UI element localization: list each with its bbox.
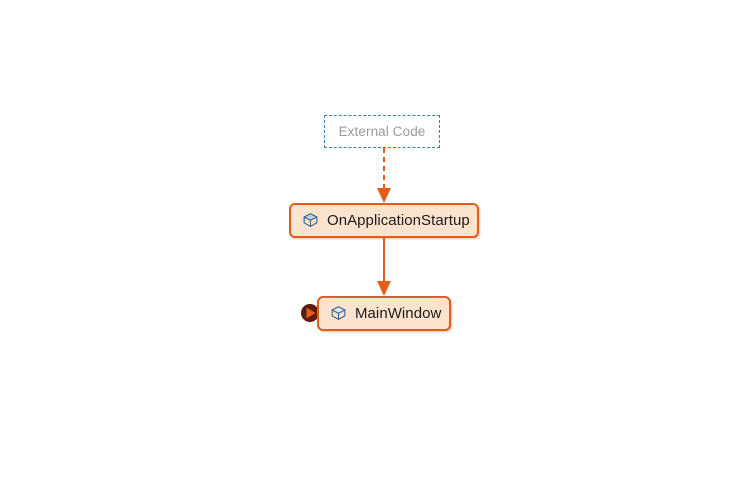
- node-main-window-label: MainWindow: [355, 305, 442, 322]
- arrowhead-icon: [377, 188, 391, 203]
- edge-startup-to-mainwindow[interactable]: [377, 238, 391, 296]
- node-on-application-startup-label: OnApplicationStartup: [327, 212, 470, 229]
- cube-icon: [331, 306, 346, 320]
- node-on-application-startup[interactable]: OnApplicationStartup: [289, 203, 479, 238]
- node-external-code[interactable]: External Code: [324, 115, 440, 148]
- arrowhead-icon: [377, 281, 391, 296]
- node-external-code-label: External Code: [338, 124, 426, 139]
- edge-external-to-startup[interactable]: [377, 148, 391, 203]
- cube-icon: [303, 213, 318, 227]
- node-main-window[interactable]: MainWindow: [317, 296, 451, 331]
- current-statement-marker-icon[interactable]: [300, 303, 320, 323]
